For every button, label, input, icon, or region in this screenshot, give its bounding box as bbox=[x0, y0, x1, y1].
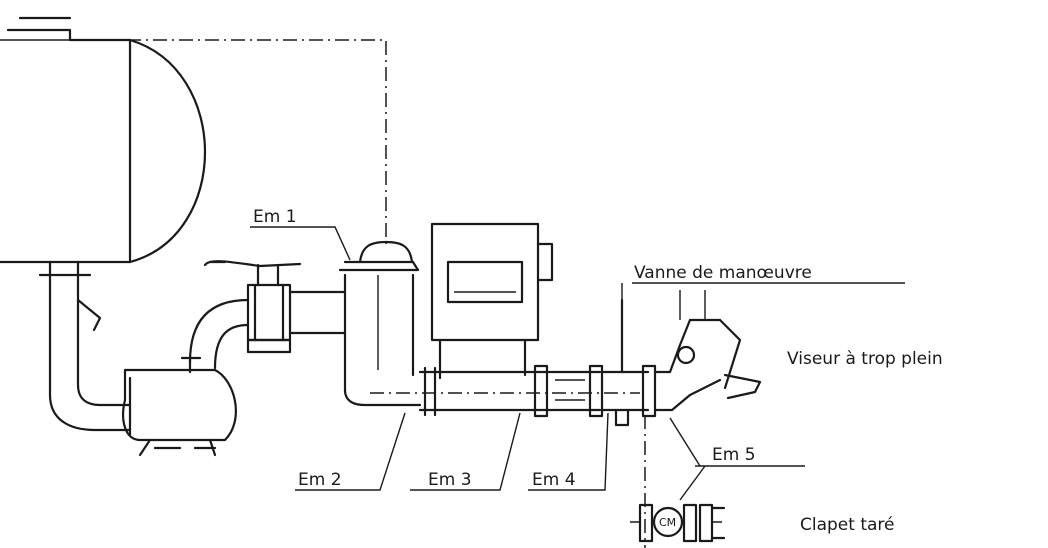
outlet-elbow bbox=[38, 260, 132, 432]
overflow-sight-head bbox=[653, 290, 762, 412]
valve-to-filter-pipe bbox=[288, 290, 347, 335]
cm-label: CM bbox=[659, 516, 676, 529]
label-vanne-de-manoeuvre: Vanne de manœuvre bbox=[634, 263, 812, 283]
ball-valve bbox=[203, 260, 302, 354]
label-em5: Em 5 bbox=[712, 445, 756, 465]
overflow-return-line bbox=[75, 39, 387, 248]
label-em2: Em 2 bbox=[298, 470, 342, 490]
leader-lines bbox=[250, 226, 905, 501]
label-em3: Em 3 bbox=[428, 470, 472, 490]
label-viseur: Viseur à trop plein bbox=[787, 349, 943, 369]
vanne-de-manoeuvre bbox=[600, 298, 657, 427]
pump-to-valve-pipe bbox=[188, 298, 250, 370]
tank bbox=[0, 16, 207, 264]
label-em1: Em 1 bbox=[253, 207, 297, 227]
sight-glass bbox=[533, 364, 604, 418]
label-clapet: Clapet taré bbox=[800, 515, 895, 535]
pump bbox=[122, 356, 237, 457]
label-em4: Em 4 bbox=[532, 470, 576, 490]
clapet-tare: CM bbox=[630, 415, 726, 548]
meter bbox=[418, 222, 554, 417]
filter-em1 bbox=[338, 240, 422, 407]
